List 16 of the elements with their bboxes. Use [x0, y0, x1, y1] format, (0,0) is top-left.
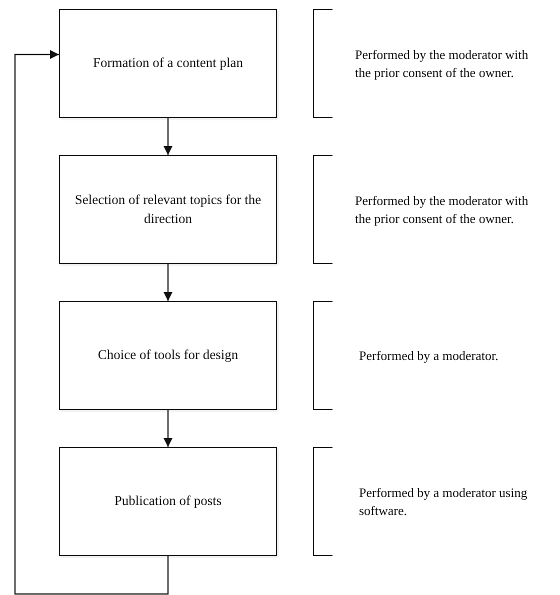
process-box: [59, 301, 277, 410]
process-box: [59, 447, 277, 556]
process-box: [59, 155, 277, 264]
note-text: Performed by the moderator with the prior consent of the owner.: [355, 192, 530, 228]
arrow: [164, 118, 172, 155]
box-label: Selection of relevant topics for the direction: [74, 191, 262, 228]
box-label: Publication of posts: [113, 492, 223, 510]
arrow: [164, 410, 172, 447]
box-label: Formation of a content plan: [92, 54, 244, 72]
note-text: Performed by a moderator using software.: [359, 484, 528, 520]
note-text: Performed by the moderator with the prior consent of the owner.: [355, 46, 530, 82]
box-label: Choice of tools for design: [96, 346, 240, 364]
arrow: [14, 50, 169, 595]
note-text: Performed by a moderator.: [359, 346, 498, 364]
arrow: [164, 264, 172, 301]
process-box: [59, 9, 277, 118]
